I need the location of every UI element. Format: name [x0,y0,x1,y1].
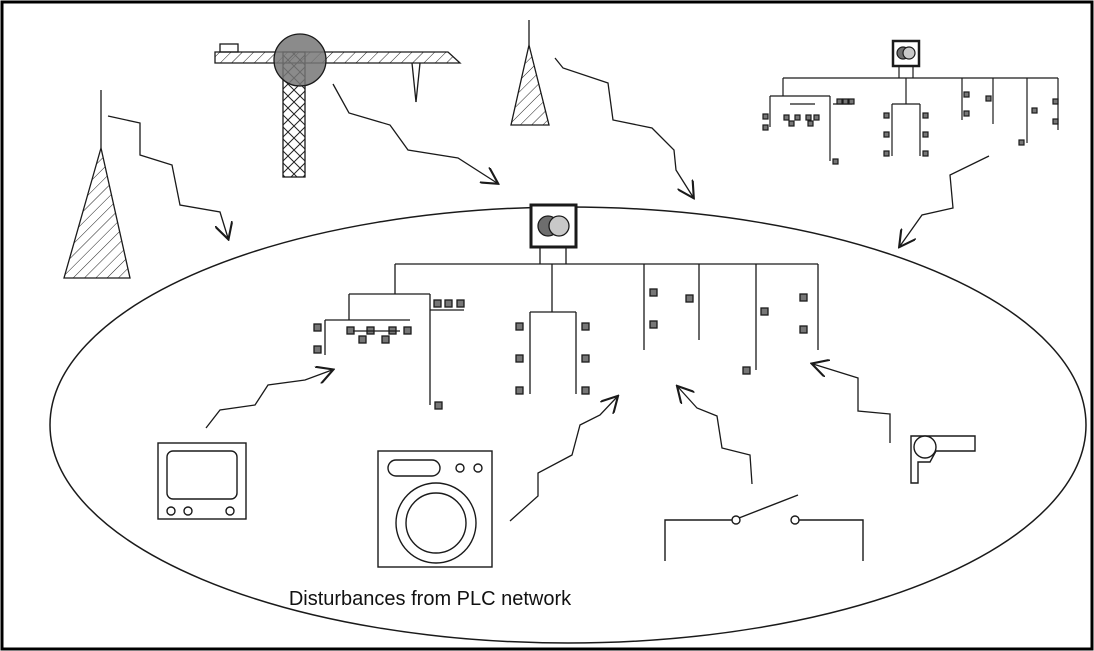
distribution-network-icon [762,39,1059,165]
disturbance-arrow-icon [107,57,990,522]
switch-icon [664,494,864,561]
transformer-icon [529,203,578,249]
crane-icon [214,33,462,178]
diagram-caption: Disturbances from PLC network [288,588,572,610]
small-tower-icon [510,20,550,126]
television-icon [157,442,247,520]
main-distribution-network [313,203,819,410]
washing-machine-icon [377,450,493,568]
radio-tower-icon [63,90,131,279]
hair-dryer-icon [910,435,976,484]
